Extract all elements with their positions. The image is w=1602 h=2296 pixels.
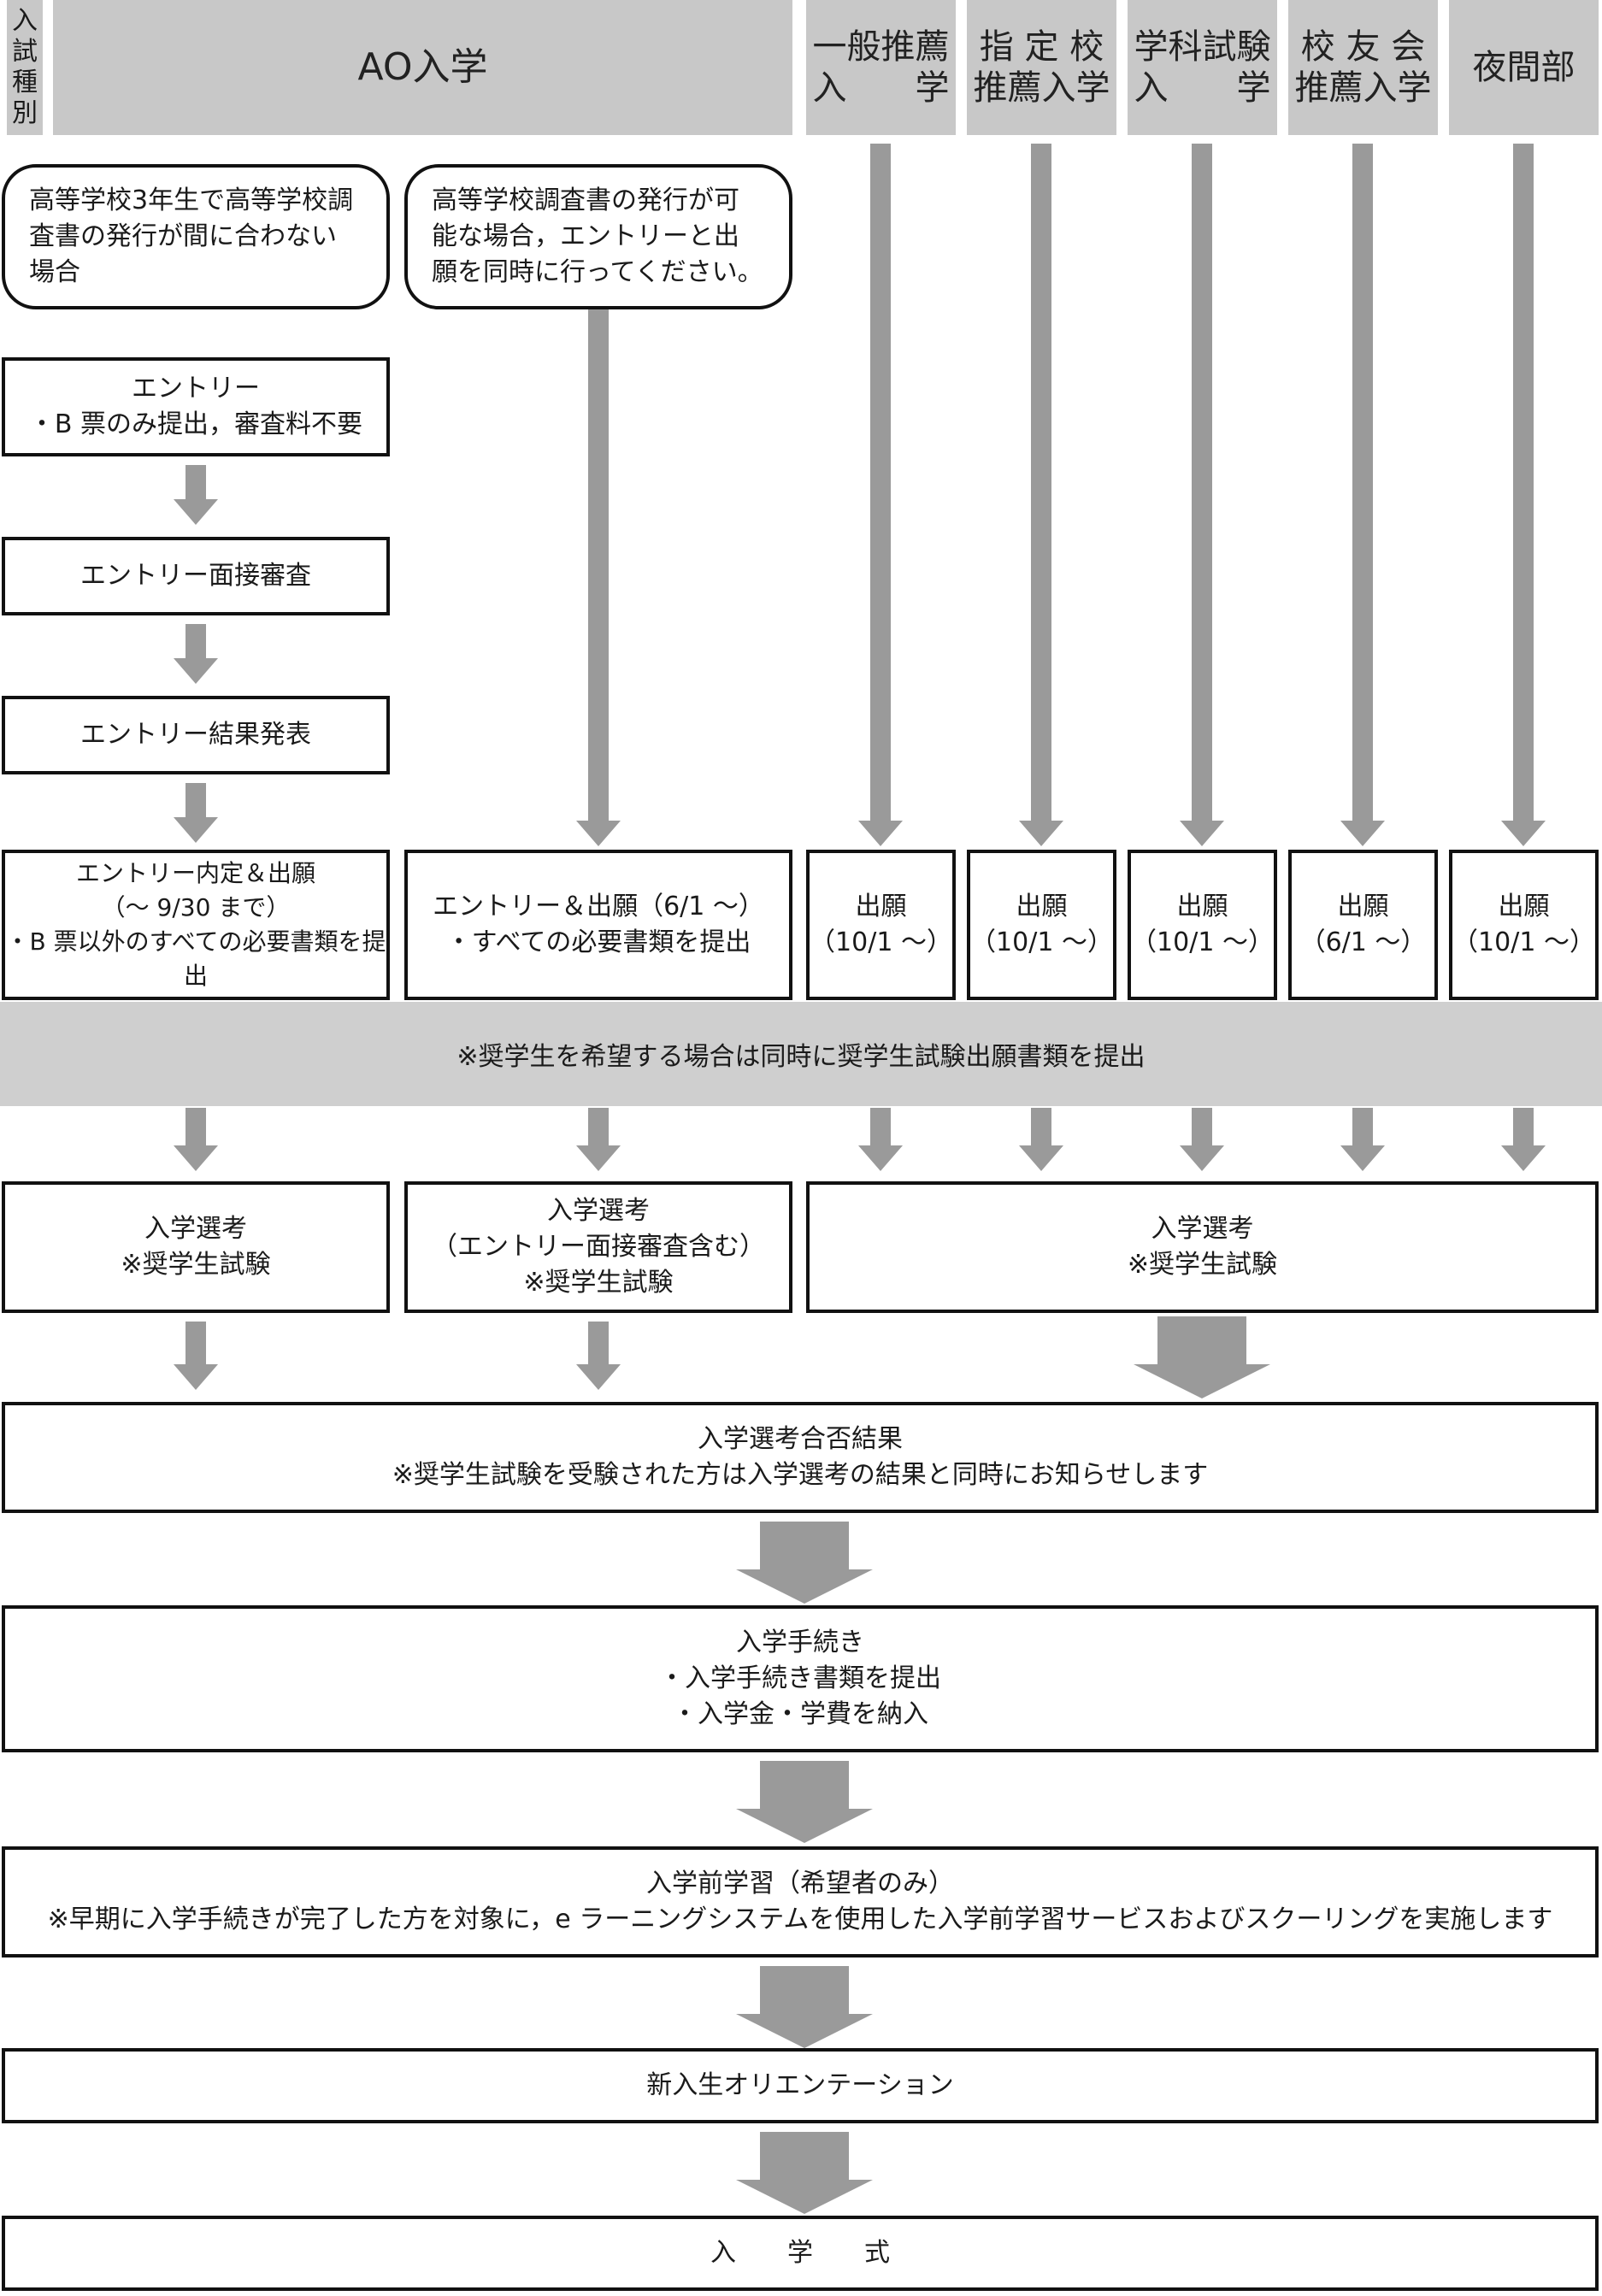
header-night-school: 夜間部 [1449,0,1599,135]
category-label-char: 種 [12,68,38,97]
header-designated-school: 指 定 校 推薦入学 [967,0,1116,135]
entry-result-box: エントリー結果発表 [2,696,390,774]
arrow-head [736,1809,873,1843]
arrow-head [1019,1145,1063,1171]
header-general-recommendation: 一般推薦 入 学 [806,0,956,135]
arrow-shaft [186,783,206,817]
entry-box: エントリー ・B 票のみ提出，審査料不要 [2,357,390,456]
scholarship-note: ※奨学生を希望する場合は同時に奨学生試験出願書類を提出 [0,1002,1602,1106]
arrow-shaft [186,624,206,658]
arrow-head [1501,821,1546,846]
arrow-shaft [1031,1108,1051,1145]
ceremony-box: 入 学 式 [2,2216,1599,2291]
arrow-shaft [588,1322,609,1364]
arrow-shaft [760,1761,849,1809]
arrow-shaft [1352,144,1373,821]
arrow-shaft [870,144,891,821]
arrow-head [1180,1145,1224,1171]
arrow-head [576,821,621,846]
pre-learning-box: 入学前学習（希望者のみ） ※早期に入学手続きが完了した方を対象に，e ラーニング… [2,1846,1599,1957]
arrow-shaft [1157,1316,1246,1364]
arrow-head [736,2014,873,2048]
arrow-head [576,1145,621,1171]
arrow-head [1180,821,1224,846]
application-box: 出願 （10/1 ～） [1128,850,1277,1000]
arrow-head [174,658,218,684]
arrow-head [1501,1145,1546,1171]
arrow-shaft [1192,144,1212,821]
arrow-shaft [870,1108,891,1145]
arrow-head [1340,1145,1385,1171]
arrow-head [858,821,903,846]
arrow-head [174,499,218,525]
arrow-shaft [760,1522,849,1569]
arrow-head [174,1364,218,1390]
category-label-char: 別 [12,98,38,128]
arrow-shaft [588,309,609,821]
application-box: 出願 （10/1 ～） [967,850,1116,1000]
arrow-shaft [760,1966,849,2014]
arrow-shaft [186,465,206,499]
arrow-shaft [760,2132,849,2180]
interview-box: エントリー面接審査 [2,537,390,615]
selection-left-box: 入学選考 ※奨学生試験 [2,1181,390,1313]
arrow-shaft [1513,144,1534,821]
arrow-shaft [1192,1108,1212,1145]
arrow-shaft [186,1322,206,1364]
arrow-head [174,1145,218,1171]
entry-apply-box: エントリー＆出願（6/1 ～） ・すべての必要書類を提出 [404,850,792,1000]
arrow-head [858,1145,903,1171]
application-box: 出願 （10/1 ～） [806,850,956,1000]
selection-middle-box: 入学選考 （エントリー面接審査含む） ※奨学生試験 [404,1181,792,1313]
arrow-shaft [186,1108,206,1145]
arrow-head [1340,821,1385,846]
arrow-shaft [1513,1108,1534,1145]
results-box: 入学選考合否結果 ※奨学生試験を受験された方は入学選考の結果と同時にお知らせしま… [2,1402,1599,1513]
note-right: 高等学校調査書の発行が可 能な場合，エントリーと出 願を同時に行ってください。 [404,164,792,309]
orientation-box: 新入生オリエンテーション [2,2048,1599,2123]
arrow-head [576,1364,621,1390]
application-box: 出願 （6/1 ～） [1288,850,1438,1000]
header-alumni-recommendation: 校 友 会 推薦入学 [1288,0,1438,135]
entry-naitei-box: エントリー内定＆出願 （～ 9/30 まで） ・B 票以外のすべての必要書類を提… [2,850,390,1000]
note-left: 高等学校3年生で高等学校調 査書の発行が間に合わない 場合 [2,164,390,309]
header-academic-exam: 学科試験 入 学 [1128,0,1277,135]
arrow-head [174,817,218,843]
header-ao: AO入学 [53,0,792,135]
category-label: 入 試 種 別 [7,0,43,135]
arrow-head [736,1569,873,1604]
selection-right-box: 入学選考 ※奨学生試験 [806,1181,1599,1313]
category-label-char: 試 [12,37,38,67]
arrow-head [1019,821,1063,846]
procedures-box: 入学手続き ・入学手続き書類を提出 ・入学金・学費を納入 [2,1605,1599,1752]
arrow-shaft [1031,144,1051,821]
arrow-shaft [1352,1108,1373,1145]
arrow-head [1134,1364,1270,1398]
category-label-char: 入 [12,6,38,36]
application-box: 出願 （10/1 ～） [1449,850,1599,1000]
arrow-head [736,2180,873,2214]
arrow-shaft [588,1108,609,1145]
